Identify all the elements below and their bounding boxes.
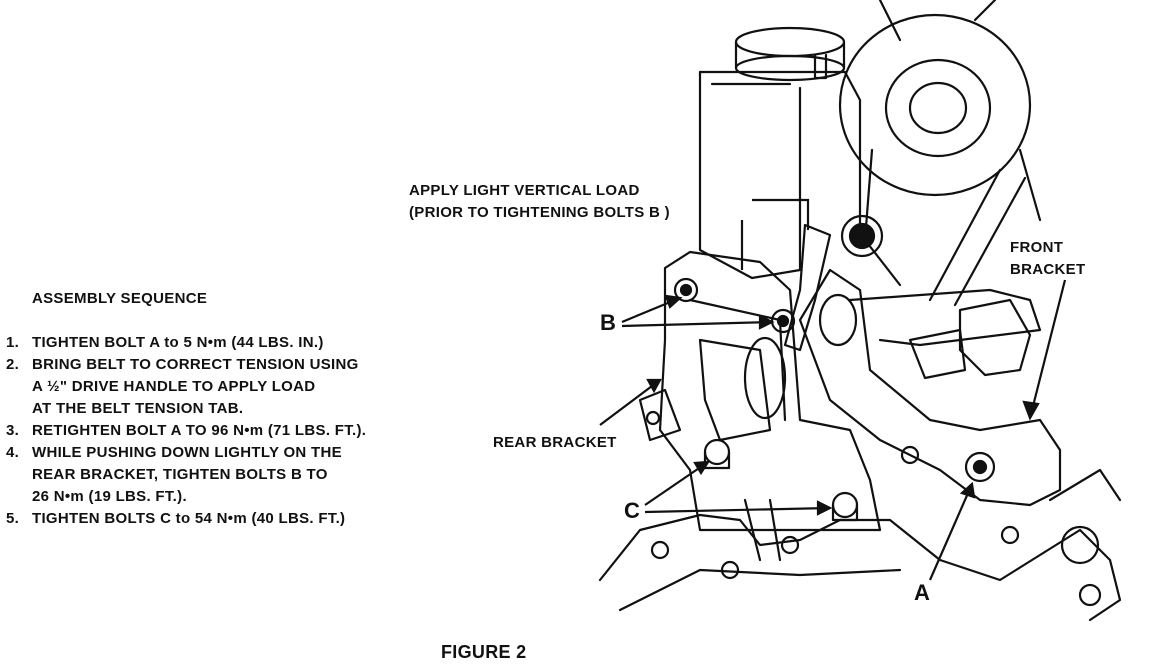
step-number: 5. (6, 510, 20, 527)
step-text-line: REAR BRACKET, TIGHTEN BOLTS B TO (32, 466, 328, 483)
bolt-a-leader (928, 481, 976, 581)
figure-caption: FIGURE 2 (441, 642, 527, 662)
front-bracket-leader (1022, 279, 1067, 421)
front-bracket-label-line1: FRONT (1010, 239, 1064, 256)
bolt-b-lower (770, 308, 796, 334)
assembly-step: 1. TIGHTEN BOLT A to 5 N•m (44 LBS. IN.) (6, 332, 366, 354)
step-number: 2. (6, 356, 20, 373)
bolt-c-leaders (644, 460, 833, 516)
step-number: 3. (6, 422, 20, 439)
load-callout-line1: APPLY LIGHT VERTICAL LOAD (409, 182, 640, 199)
front-bracket-part (798, 268, 1062, 507)
bolt-a (964, 451, 996, 483)
assembly-step: 2. BRING BELT TO CORRECT TENSION USING A ½… (6, 354, 366, 420)
bolt-c-label: C (624, 498, 641, 523)
bolt-a-label: A (914, 580, 931, 605)
belt-tension-tab (783, 223, 832, 352)
step-text-line: TIGHTEN BOLTS C to 54 N•m (40 LBS. FT.) (32, 510, 346, 527)
engine-block (598, 445, 1122, 622)
assembly-step: 5. TIGHTEN BOLTS C to 54 N•m (40 LBS. FT.… (6, 508, 366, 530)
step-text-line: A ½" DRIVE HANDLE TO APPLY LOAD (32, 378, 316, 395)
bolt-c-right (831, 491, 859, 522)
drive-belt (928, 168, 1027, 307)
step-text-line: WHILE PUSHING DOWN LIGHTLY ON THE (32, 444, 342, 461)
step-text-line: BRING BELT TO CORRECT TENSION USING (32, 356, 359, 373)
cover-nut (840, 214, 884, 258)
reservoir-cap (734, 26, 846, 82)
bolt-b-upper (673, 277, 699, 303)
bolt-b-label: B (600, 310, 617, 335)
assembly-step: 4. WHILE PUSHING DOWN LIGHTLY ON THE REAR … (6, 442, 366, 508)
assembly-step: 3. RETIGHTEN BOLT A TO 96 N•m (71 LBS. FT… (6, 420, 366, 442)
step-number: 1. (6, 334, 20, 351)
load-leader (740, 198, 810, 270)
step-text-line: RETIGHTEN BOLT A TO 96 N•m (71 LBS. FT.)… (32, 422, 367, 439)
front-bracket-label-line2: BRACKET (1010, 261, 1086, 278)
bolt-b-leaders (621, 294, 775, 330)
step-text-line: AT THE BELT TENSION TAB. (32, 400, 244, 417)
step-text-line: 26 N•m (19 LBS. FT.). (32, 488, 187, 505)
bolt-c-left (703, 438, 731, 470)
load-callout-line2: (PRIOR TO TIGHTENING BOLTS B ) (409, 204, 670, 221)
fluid-reservoir (698, 70, 862, 280)
rear-bracket-leader (599, 378, 662, 426)
step-number: 4. (6, 444, 20, 461)
step-text-line: TIGHTEN BOLT A to 5 N•m (44 LBS. IN.) (32, 334, 324, 351)
rear-bracket-label: REAR BRACKET (493, 434, 617, 451)
assembly-sequence-heading: ASSEMBLY SEQUENCE (32, 290, 208, 307)
assembly-steps-list: 1. TIGHTEN BOLT A to 5 N•m (44 LBS. IN.) 2… (6, 332, 366, 530)
